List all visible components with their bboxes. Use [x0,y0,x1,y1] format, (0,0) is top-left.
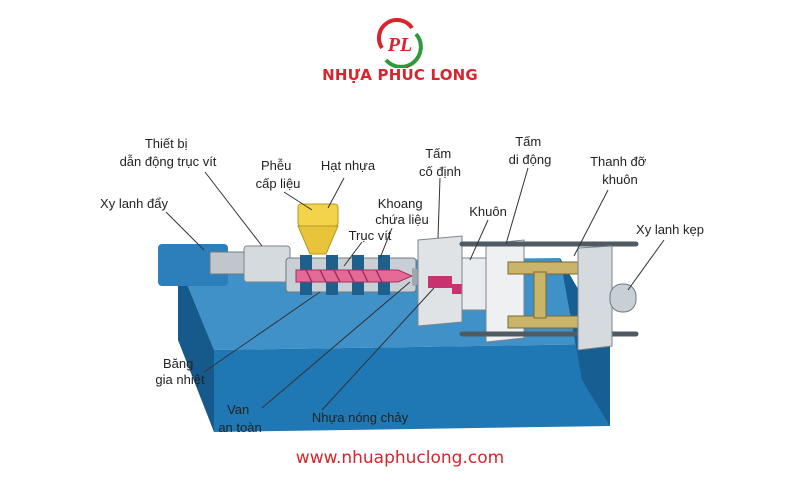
leader-lines [165,167,665,411]
drive-device [243,245,291,283]
screw [295,269,414,283]
logo-ring-green [384,32,423,68]
label-heater-band: Băng gia nhiệt [155,356,205,387]
label-barrel: Khoang chứa liệu [375,196,429,227]
brand-logo: PL [376,18,423,68]
label-tie-bar: Thanh đỡ khuôn [590,154,650,187]
screw-threads [305,269,383,283]
label-clamp-cylinder: Xy lanh kẹp [636,222,704,237]
molten-plastic-channel [428,276,468,294]
label-safety-valve: Van an toàn [218,402,261,435]
machine-base-front [214,344,610,432]
hopper [297,225,339,255]
toggle-links [507,261,583,329]
label-moving-plate: Tấm di động [509,134,552,167]
logo-ring-red [376,18,414,50]
label-push-cylinder: Xy lanh đẩy [100,196,168,211]
label-fixed-plate: Tấm cố định [419,146,461,179]
website-link[interactable]: www.nhuaphuclong.com [295,448,505,468]
label-drive-device: Thiết bị dẫn động trục vít [120,136,217,169]
mold [461,257,487,311]
rear-plate [577,245,613,351]
label-mold: Khuôn [469,204,507,219]
machine-base-side [178,262,214,432]
brand-name: NHỰA PHÚC LONG [322,66,478,84]
label-molten-plastic: Nhựa nóng chảy [312,410,409,425]
clamp-cylinder [609,283,637,313]
label-pellets: Hạt nhựa [321,158,376,173]
label-screw: Trục vít [349,228,392,243]
label-hopper: Phễu cấp liệu [256,158,301,191]
hopper-pellets [297,203,339,227]
logo-letters: PL [387,34,412,56]
